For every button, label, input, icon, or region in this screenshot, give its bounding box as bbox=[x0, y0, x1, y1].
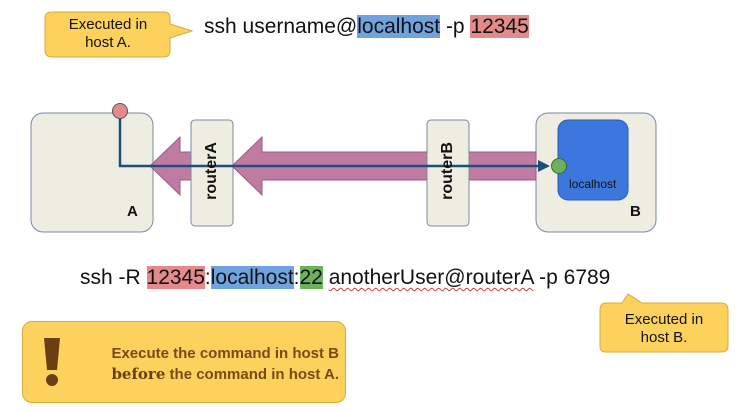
router-b-label: routerB bbox=[439, 142, 456, 200]
warning-strong-word: before bbox=[111, 365, 166, 383]
router-a-box bbox=[190, 119, 234, 227]
host-a-box bbox=[30, 112, 154, 233]
cmd-top-prefix: ssh username@ bbox=[204, 15, 358, 38]
warning-text: Execute the command in host B before the… bbox=[81, 344, 339, 385]
router-a-label: routerA bbox=[203, 142, 220, 200]
cmd-bottom-user-at-router: anotherUser@routerA bbox=[328, 266, 534, 289]
callout-bottom-bubble bbox=[599, 293, 729, 353]
cmd-bottom-local-port: 22 bbox=[299, 266, 323, 289]
cmd-top-mid: -p bbox=[440, 15, 471, 38]
exclamation-icon bbox=[44, 338, 60, 386]
callout-bottom-text: Executed in host B. bbox=[602, 311, 726, 347]
cmd-bottom-sep1: : bbox=[204, 266, 211, 289]
cmd-bottom-sep2: : bbox=[293, 266, 300, 289]
end-dot bbox=[551, 158, 567, 174]
callout-bottom-line1: Executed in bbox=[624, 311, 704, 328]
callout-top-line1: Executed in bbox=[68, 16, 148, 33]
callout-top-text: Executed in host A. bbox=[50, 16, 166, 52]
cmd-bottom-host: localhost bbox=[210, 266, 294, 289]
warning-line2-rest: the command in host A. bbox=[165, 366, 339, 383]
connection-arrowhead bbox=[538, 160, 550, 172]
router-b-box bbox=[426, 119, 470, 227]
command-host-b: ssh -R 12345:localhost:22 anotherUser@ro… bbox=[80, 265, 610, 291]
cmd-top-port: 12345 bbox=[470, 15, 529, 38]
connection-line bbox=[118, 112, 540, 168]
localhost-label: localhost bbox=[569, 177, 617, 191]
cmd-bottom-prefix: ssh -R bbox=[80, 266, 147, 289]
callout-top-line2: host A. bbox=[85, 34, 131, 51]
host-a-label: A bbox=[127, 203, 138, 220]
start-dot bbox=[112, 103, 128, 119]
cmd-bottom-suffix: -p 6789 bbox=[533, 266, 611, 289]
callout-bottom-line2: host B. bbox=[640, 329, 688, 346]
cmd-top-host: localhost bbox=[357, 15, 441, 38]
cmd-bottom-port: 12345 bbox=[146, 266, 205, 289]
command-host-a: ssh username@localhost -p 12345 bbox=[204, 14, 529, 40]
warning-line2: before the command in host A. bbox=[81, 364, 339, 385]
warning-line1: Execute the command in host B bbox=[111, 345, 339, 362]
warning-box: Execute the command in host B before the… bbox=[22, 321, 346, 403]
callout-top-bubble bbox=[44, 11, 194, 58]
host-b-label: B bbox=[630, 203, 641, 220]
